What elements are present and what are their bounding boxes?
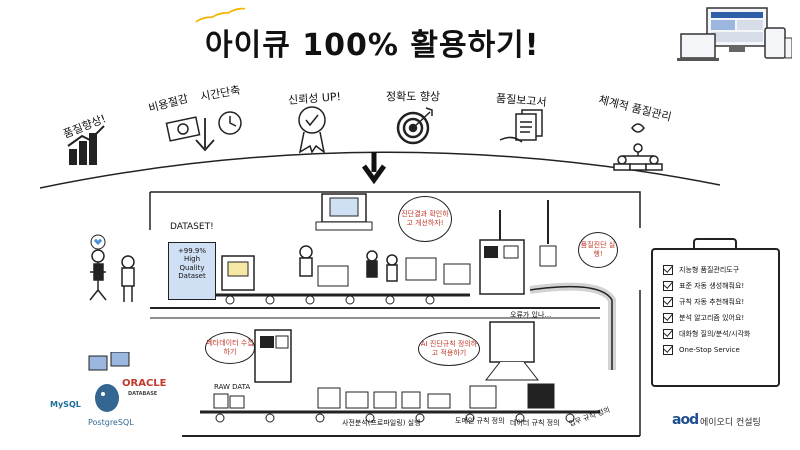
checkbox-icon xyxy=(663,297,673,307)
checkbox-icon xyxy=(663,281,673,291)
misc-note: 오류가 있나… xyxy=(510,311,552,319)
oracle-sub: DATABASE xyxy=(128,391,158,397)
org-chart-icon xyxy=(613,123,663,171)
document-icon xyxy=(499,109,543,143)
checkbox-icon xyxy=(663,313,673,323)
dataset-note: DATASET! xyxy=(170,222,214,232)
bubble-metadata: 메타데이터 수집하기 xyxy=(205,332,255,364)
bubble-ai-rules: AI 진단규칙 정의하고 적용하기 xyxy=(418,332,480,366)
checkbox-icon xyxy=(663,265,673,275)
checkbox-icon xyxy=(663,345,673,355)
postgres-logo: PostgreSQL xyxy=(88,418,134,427)
raw-data-label: RAW DATA xyxy=(214,383,251,391)
arrow-down-icon xyxy=(195,118,215,152)
bubble-diagnose: 진단결과 확인하고 개선하자! xyxy=(398,196,452,242)
target-icon xyxy=(396,107,433,145)
chart-up-icon xyxy=(67,125,105,165)
dataset-line-3: Quality xyxy=(179,263,205,272)
checkbox-icon xyxy=(663,329,673,339)
devices-icon xyxy=(677,7,792,61)
oracle-logo: ORACLE xyxy=(122,378,167,389)
medal-icon xyxy=(298,106,326,154)
benefit-label-accuracy: 정확도 향상 xyxy=(386,90,441,103)
feature-checklist: 지능형 품질관리도구 표준 자동 생성해줘요! 규칙 자동 추천해줘요! 분석 … xyxy=(651,248,780,387)
checklist-item: 규칙 자동 추천해줘요! xyxy=(663,294,778,310)
dataset-line-1: +99.9% xyxy=(177,247,207,255)
dataset-box: +99.9% High Quality Dataset xyxy=(168,242,216,300)
checklist-item: 표준 자동 생성해줘요! xyxy=(663,278,778,294)
stage-data-rule: 데이터 규칙 정의 xyxy=(510,419,560,427)
dataset-line-4: Dataset xyxy=(178,272,206,281)
dataset-line-2: High xyxy=(183,255,201,264)
checklist-item: 대화형 질의/분석/시각화 xyxy=(663,326,778,342)
clock-icon xyxy=(218,111,242,135)
brand-name: 에이오디 컨설팅 xyxy=(700,418,761,428)
stage-domain: 도메인 규칙 정의 xyxy=(455,417,505,425)
page-title: 아이큐 100% 활용하기! xyxy=(205,28,540,63)
mysql-logo: MySQL xyxy=(50,400,81,409)
stage-profiling: 사전분석(프로파일링) 실행 xyxy=(342,419,421,427)
database-icons xyxy=(88,352,130,412)
checklist-item: One-Stop Service xyxy=(663,342,778,358)
checklist-item: 분석 알고리즘 있어요! xyxy=(663,310,778,326)
brand-logo: aod xyxy=(672,412,699,428)
checklist-item: 지능형 품질관리도구 xyxy=(663,262,778,278)
money-icon xyxy=(165,116,201,142)
bubble-auto-quality: 품질진단 실행! xyxy=(578,232,618,268)
